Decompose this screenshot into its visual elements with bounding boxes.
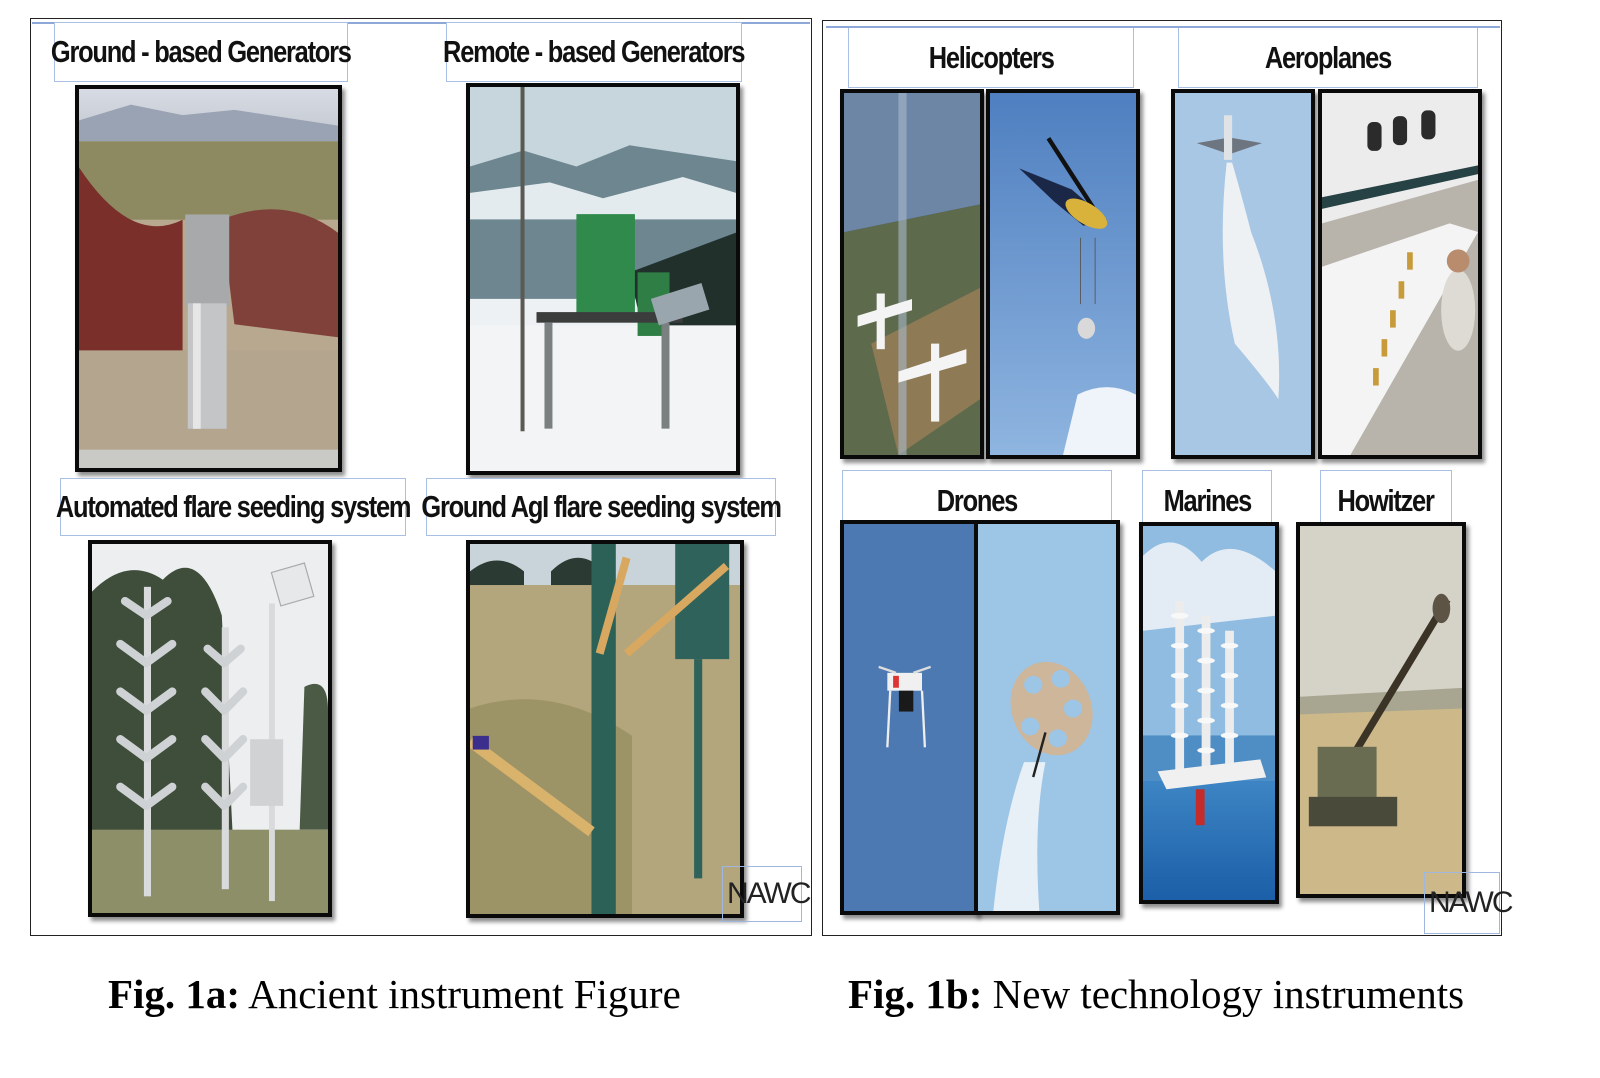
caption-fig-1a: Fig. 1a: Ancient instrument Figure [108,970,681,1018]
label-remote-based-generators: Remote - based Generators [443,22,746,82]
photo-howitzer [1296,522,1466,898]
photo-remote-generator [466,83,740,475]
caption-fig-1b-text: New technology instruments [982,971,1465,1017]
nawc-watermark-1a: NAWC [722,866,812,922]
caption-fig-1a-prefix: Fig. 1a: [108,971,241,1017]
photo-aeroplane-flare-rack [1318,89,1482,459]
caption-fig-1a-text: Ancient instrument Figure [240,971,681,1017]
caption-fig-1b-prefix: Fig. 1b: [848,971,983,1017]
label-ground-agi-flare-seeding-system: Ground AgI flare seeding system [421,478,782,536]
label-helicopters: Helicopters [848,28,1134,88]
figure-1b-top-rule [826,26,1500,28]
photo-quadcopter-drone [840,520,978,915]
label-ground-based-generators: Ground - based Generators [51,22,352,82]
photo-automated-flare-system [88,540,332,917]
caption-fig-1b: Fig. 1b: New technology instruments [848,970,1464,1018]
label-marines: Marines [1142,470,1272,532]
label-automated-flare-seeding-system: Automated flare seeding system [56,478,411,536]
photo-helicopter [986,89,1140,459]
photo-ground-agi-flare-system [466,540,744,918]
photo-seeding-aircraft-aerial [840,89,984,459]
label-aeroplanes: Aeroplanes [1178,28,1478,88]
photo-hexacopter-drone [974,520,1120,915]
photo-aeroplane-spraying [1171,89,1315,459]
photo-ground-generator [75,85,342,472]
nawc-watermark-1b: NAWC [1424,872,1514,934]
label-howitzer: Howitzer [1320,470,1452,532]
figure-1a-top-rule [32,22,810,24]
photo-marine-seeding-vessel [1139,522,1279,904]
